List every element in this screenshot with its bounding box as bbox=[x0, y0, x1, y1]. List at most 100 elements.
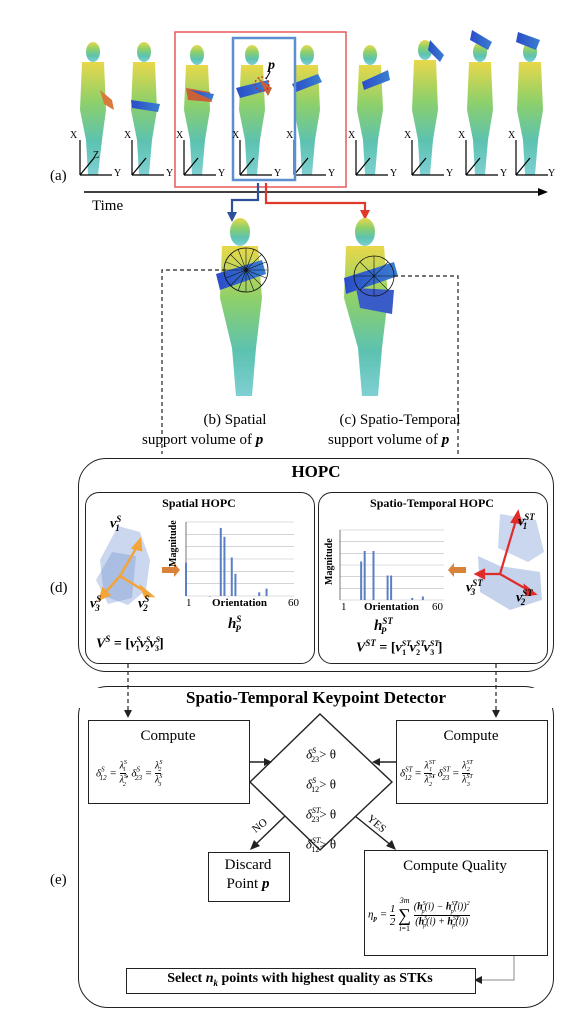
frame-4 bbox=[236, 45, 272, 175]
spatial-hist-symbol: hSP bbox=[228, 614, 241, 634]
cond-s23: δS23> θ bbox=[306, 746, 336, 764]
panel-c-text: support volume of bbox=[328, 432, 438, 448]
spatial-hist-sub: P bbox=[235, 624, 241, 634]
axis-x-label: X bbox=[176, 130, 184, 141]
frame-8 bbox=[467, 30, 493, 175]
panel-e-label: (e) bbox=[50, 872, 67, 888]
histogram-bar bbox=[360, 561, 363, 600]
support-volumes bbox=[161, 218, 459, 454]
panel-d-label: (d) bbox=[50, 580, 68, 596]
panel-c-title: (c) Spatio-Temporal bbox=[339, 412, 461, 428]
temporal-hopc-title: Spatio-Temporal HOPC bbox=[370, 496, 494, 510]
theta-2: θ bbox=[329, 776, 336, 792]
frame-5 bbox=[292, 45, 322, 175]
v3-sup: S bbox=[96, 594, 102, 604]
histogram-bar bbox=[208, 596, 211, 597]
tv3-letter: v bbox=[466, 580, 473, 596]
red-connector-arrow bbox=[264, 183, 367, 212]
histogram-bar bbox=[185, 562, 187, 596]
tv2-sup: ST bbox=[522, 588, 533, 598]
tv3-sub: 3 bbox=[470, 587, 476, 598]
frame-9 bbox=[516, 32, 543, 175]
quality-title: Compute Quality bbox=[403, 858, 507, 874]
histogram-bar bbox=[390, 575, 393, 600]
temporal-v3: vST3 bbox=[466, 578, 483, 598]
stk-title: Spatio-Temporal Keypoint Detector bbox=[78, 688, 554, 708]
axis-y-label: Y bbox=[390, 168, 398, 179]
axis-x-label: X bbox=[404, 130, 412, 141]
blue-highlight-frame bbox=[231, 36, 297, 182]
panel-c-caption: (c) Spatio-Temporal bbox=[320, 412, 480, 429]
temporal-xlabel: Orientation bbox=[364, 601, 419, 613]
axis-y-label: Y bbox=[446, 168, 454, 179]
compute-right-title: Compute bbox=[443, 728, 499, 744]
theta-1: θ bbox=[329, 746, 336, 762]
frame-7 bbox=[412, 40, 444, 175]
red-highlight-frame bbox=[174, 31, 347, 188]
v3-letter: v bbox=[90, 596, 97, 612]
histogram-bar bbox=[386, 575, 389, 600]
depth-sequence bbox=[79, 30, 548, 222]
cond-st12: δST12> θ bbox=[305, 835, 337, 854]
v3-sub: 3 bbox=[95, 603, 100, 614]
discard-line2: Point p bbox=[208, 875, 288, 894]
histogram-bar bbox=[234, 573, 237, 596]
discard-box bbox=[208, 852, 290, 902]
tv2-sub: 2 bbox=[520, 597, 526, 608]
spatial-v2: vS2 bbox=[138, 594, 149, 613]
temporal-hist-letter: h bbox=[374, 618, 383, 634]
spatial-histogram bbox=[185, 521, 294, 597]
select-box bbox=[126, 968, 476, 994]
temporal-v1: vST1 bbox=[518, 512, 535, 531]
select-symbol: n bbox=[205, 971, 214, 986]
decision-conditions: δS23> θ δS12> θ δST23> θ δST12> θ bbox=[276, 740, 366, 860]
spatial-tick-start: 1 bbox=[186, 597, 192, 609]
spatial-v1: vS1 bbox=[110, 514, 121, 533]
axis-z-label: Z bbox=[93, 150, 100, 161]
axis-x-label: X bbox=[348, 130, 356, 141]
histogram-bar bbox=[421, 596, 424, 600]
hopc-title: HOPC bbox=[291, 462, 341, 481]
temporal-vectors bbox=[473, 509, 538, 597]
temporal-histogram bbox=[339, 529, 444, 601]
compute-left-title: Compute bbox=[140, 728, 196, 744]
axis-x-label: X bbox=[124, 130, 132, 141]
select-text: Select nk points with highest quality as… bbox=[126, 971, 474, 988]
axis-x-label: X bbox=[286, 130, 294, 141]
axis-y-label: Y bbox=[548, 168, 556, 179]
spatial-hopc-title: Spatial HOPC bbox=[162, 496, 236, 510]
discard-symbol: p bbox=[261, 876, 270, 892]
select-sub: k bbox=[213, 977, 219, 988]
time-label: Time bbox=[92, 198, 124, 214]
tv3-sup: ST bbox=[472, 578, 483, 588]
spatial-v3: vS3 bbox=[90, 594, 102, 614]
panel-b-line2: support volume of p bbox=[142, 432, 263, 449]
temporal-body bbox=[344, 218, 398, 396]
v2-letter: v bbox=[138, 596, 145, 612]
temporal-hist-sub: P bbox=[380, 626, 387, 636]
panel-c-symbol: p bbox=[441, 432, 450, 448]
histogram-bar bbox=[230, 557, 233, 596]
temporal-hist-symbol: hSTP bbox=[374, 616, 393, 636]
spatial-hist-letter: h bbox=[228, 616, 237, 632]
axis-x-label: X bbox=[508, 130, 516, 141]
cond-st23: δST23> θ bbox=[305, 805, 337, 824]
point-p-label: p bbox=[268, 58, 275, 73]
frame-1 bbox=[80, 42, 114, 175]
temporal-v2: vST2 bbox=[516, 588, 533, 608]
theta-4: θ bbox=[329, 836, 337, 852]
axis-y-label: Y bbox=[166, 168, 174, 179]
axis-y-label: Y bbox=[114, 168, 122, 179]
compute-right-box bbox=[396, 720, 548, 804]
tv1-letter: v bbox=[518, 514, 525, 530]
tv1-sup: ST bbox=[524, 512, 535, 522]
compute-left-box bbox=[88, 720, 250, 804]
select-post: points with highest quality as STKs bbox=[221, 971, 433, 986]
histogram-bar bbox=[411, 597, 414, 600]
axis-x-label: X bbox=[232, 130, 240, 141]
frame-3 bbox=[184, 45, 214, 175]
histogram-bar bbox=[265, 588, 268, 596]
